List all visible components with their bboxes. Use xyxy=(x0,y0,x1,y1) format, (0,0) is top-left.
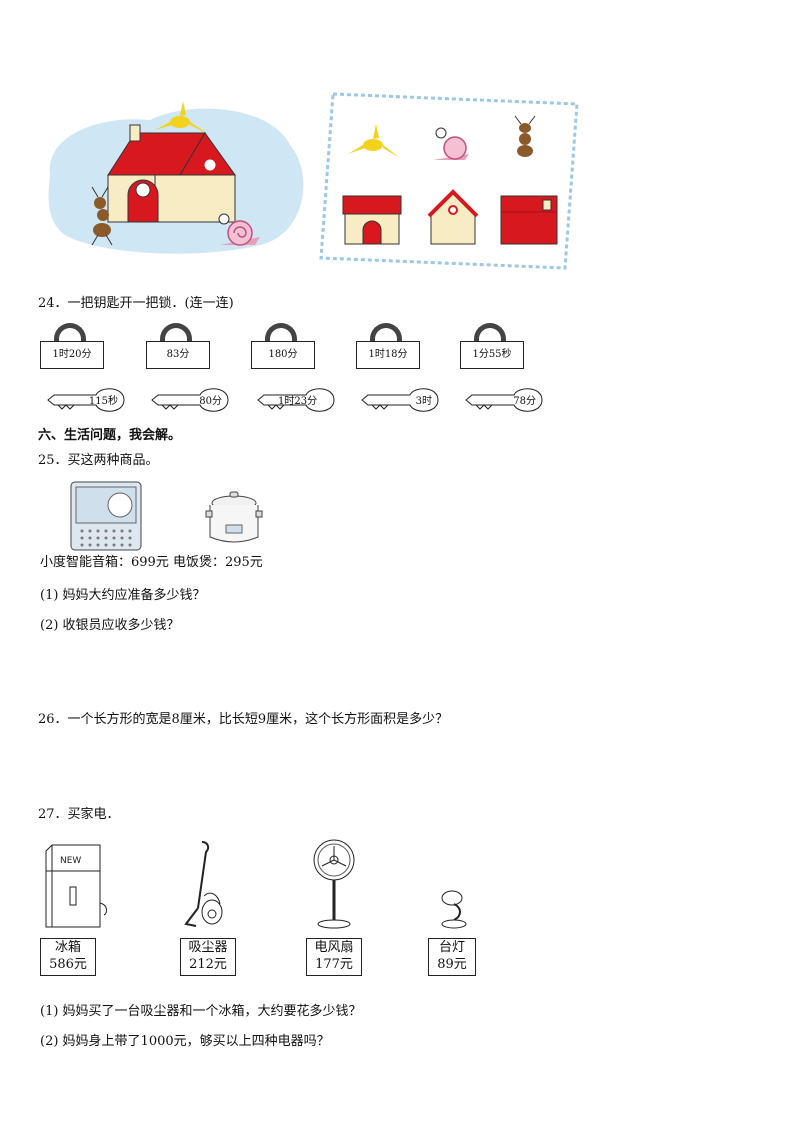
vacuum-price-box: 吸尘器 212元 xyxy=(180,938,236,976)
svg-text:NEW: NEW xyxy=(60,856,81,866)
desk-lamp-icon xyxy=(441,890,467,929)
key-label: 115秒 xyxy=(88,396,118,407)
house-front-icon xyxy=(342,195,402,245)
lamp-name: 台灯 xyxy=(438,940,465,955)
lock-label: 180分 xyxy=(251,341,315,369)
fan-name: 电风扇 xyxy=(314,940,354,955)
smart-speaker-icon xyxy=(70,481,142,551)
lock-label: 1分55秒 xyxy=(460,341,524,369)
lock-label: 1时20分 xyxy=(40,341,104,369)
house-icon xyxy=(107,124,236,223)
key-label: 1时23分 xyxy=(278,396,318,407)
q25-sub2: (2) 收银员应收多少钱？ xyxy=(40,618,180,633)
electric-fan-icon xyxy=(313,839,355,929)
bird-icon xyxy=(155,101,210,135)
ant-icon xyxy=(91,186,113,246)
key-5[interactable]: 78分 xyxy=(462,383,546,417)
vacuum-price: 212元 xyxy=(189,957,227,972)
q27-sub1: (1) 妈妈买了一台吸尘器和一个冰箱，大约要花多少钱？ xyxy=(40,1004,362,1019)
house-side-icon xyxy=(427,189,479,245)
fan-price: 177元 xyxy=(315,957,353,972)
key-4[interactable]: 3时 xyxy=(358,383,442,417)
lock-shackle xyxy=(370,323,402,349)
bird-icon xyxy=(348,124,400,158)
lock-shackle xyxy=(160,323,192,349)
vacuum-name: 吸尘器 xyxy=(188,940,228,955)
lock-shackle xyxy=(54,323,86,349)
lock-5[interactable]: 1分55秒 xyxy=(460,323,524,383)
key-label: 80分 xyxy=(199,396,222,407)
key-label: 3时 xyxy=(415,396,432,407)
roof-icon xyxy=(500,195,558,245)
lock-3[interactable]: 180分 xyxy=(251,323,315,383)
rice-cooker-icon xyxy=(205,491,263,543)
fridge-name: 冰箱 xyxy=(54,940,81,955)
snail-icon xyxy=(433,127,469,160)
q25-caption: 小度智能音箱：699元 电饭煲：295元 xyxy=(40,555,263,570)
q27-prompt: 27．买家电． xyxy=(38,807,120,822)
answer-card-illustration xyxy=(319,92,579,270)
q27-sub2: (2) 妈妈身上带了1000元，够买以上四种电器吗？ xyxy=(40,1034,330,1049)
fan-price-box: 电风扇 177元 xyxy=(306,938,362,976)
lamp-price-box: 台灯 89元 xyxy=(428,938,476,976)
lock-shackle xyxy=(265,323,297,349)
lamp-price: 89元 xyxy=(437,957,467,972)
section-6-title: 六、生活问题，我会解。 xyxy=(38,428,182,443)
key-3[interactable]: 1时23分 xyxy=(254,383,338,417)
key-1[interactable]: 115秒 xyxy=(44,383,128,417)
fridge-price: 586元 xyxy=(49,957,87,972)
house-scene-illustration xyxy=(48,101,304,254)
fridge-price-box: 冰箱 586元 xyxy=(40,938,96,976)
key-icon xyxy=(47,388,125,412)
q25-sub1: (1) 妈妈大约应准备多少钱？ xyxy=(40,588,206,603)
lock-shackle xyxy=(474,323,506,349)
ant-icon xyxy=(514,115,536,157)
q24-prompt: 24．一把钥匙开一把锁．(连一连) xyxy=(38,296,234,311)
vacuum-cleaner-icon xyxy=(184,841,223,927)
key-label: 78分 xyxy=(513,396,536,407)
snail-icon xyxy=(218,213,260,246)
lock-label: 1时18分 xyxy=(356,341,420,369)
lock-4[interactable]: 1时18分 xyxy=(356,323,420,383)
key-icon xyxy=(151,388,229,412)
q25-prompt: 25．买这两种商品。 xyxy=(38,453,159,468)
key-icon xyxy=(257,388,335,412)
lock-2[interactable]: 83分 xyxy=(146,323,210,383)
key-2[interactable]: 80分 xyxy=(148,383,232,417)
lock-label: 83分 xyxy=(146,341,210,369)
key-icon xyxy=(465,388,543,412)
lock-1[interactable]: 1时20分 xyxy=(40,323,104,383)
key-icon xyxy=(361,388,439,412)
q26-prompt: 26．一个长方形的宽是8厘米，比长短9厘米，这个长方形面积是多少？ xyxy=(38,712,449,727)
fridge-icon: NEW xyxy=(45,844,108,928)
